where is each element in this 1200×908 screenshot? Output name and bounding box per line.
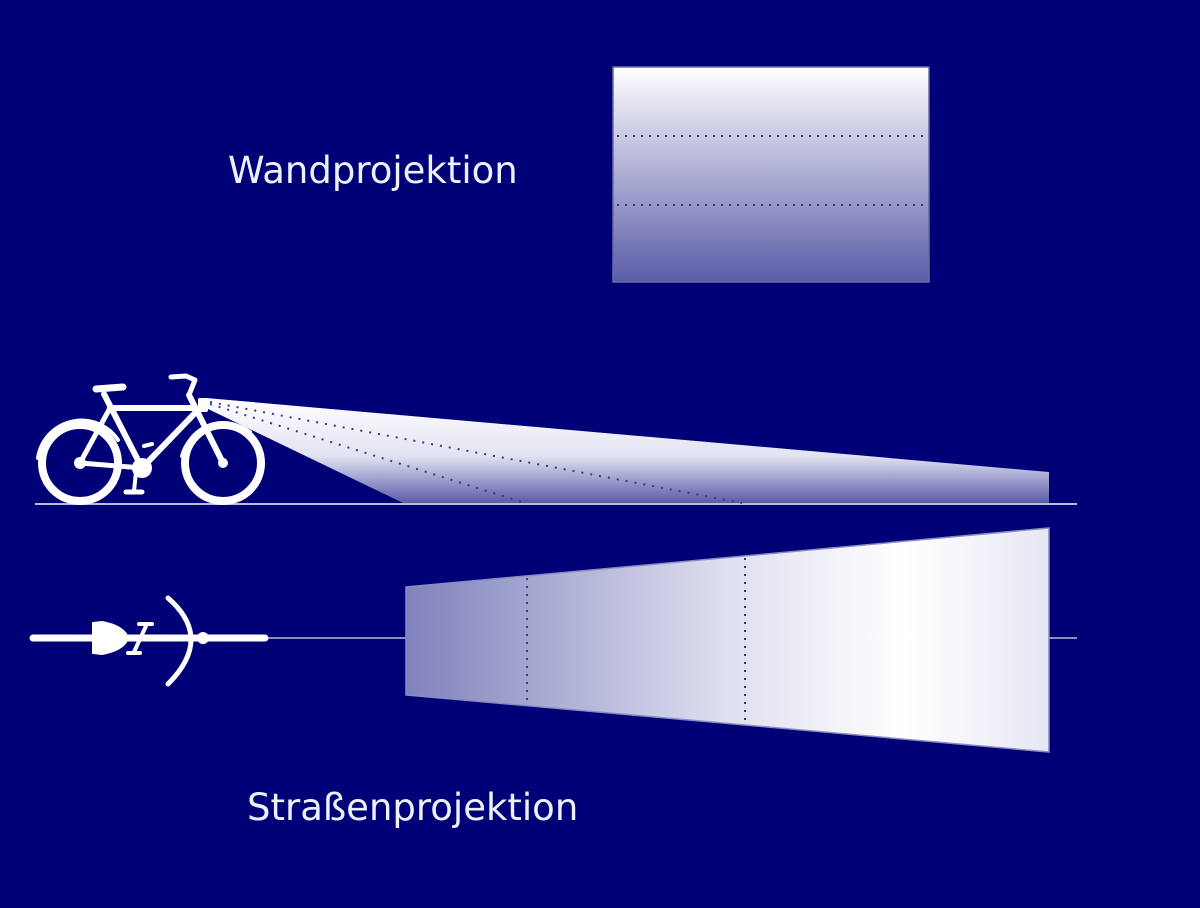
- bicycle-top-headlamp: [197, 632, 209, 644]
- side-light-beam: [206, 398, 1049, 503]
- bicycle-side-rear-hub: [74, 457, 86, 469]
- headlamp-icon: [198, 398, 208, 412]
- bicycle-side-front-hub: [218, 458, 228, 468]
- bicycle-side-chainring: [132, 458, 152, 478]
- wall-projection-rectangle: [612, 66, 930, 283]
- road-projection-label: Straßenprojektion: [247, 786, 579, 829]
- wall-projection-label: Wandprojektion: [228, 149, 518, 192]
- bicycle-side-icon: [36, 373, 265, 505]
- road-projection-trapezoid: [405, 527, 1050, 753]
- beam-dotted-ray-near: [209, 403, 526, 504]
- bicycle-top-icon: [29, 595, 269, 687]
- beam-dotted-ray-far: [209, 401, 743, 504]
